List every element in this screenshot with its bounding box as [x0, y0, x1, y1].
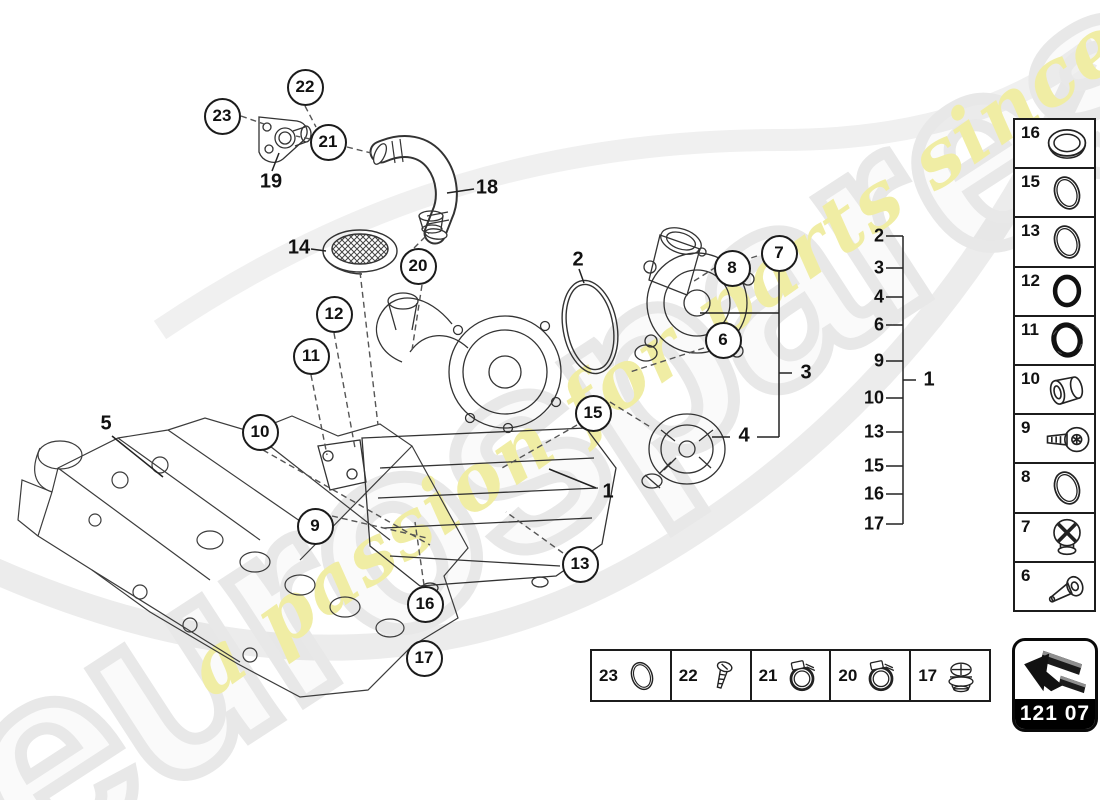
strip-part-20[interactable]: 20	[829, 649, 912, 702]
part-label-3: 3	[800, 361, 812, 384]
index-number-3: 3	[873, 257, 884, 278]
o-ring-drawing	[561, 279, 619, 375]
hose-clamp-icon	[789, 659, 815, 691]
strip-part-number: 22	[678, 665, 698, 685]
strip-part-number: 17	[918, 665, 938, 685]
sidebar-part-8[interactable]: 8	[1013, 462, 1096, 514]
direction-arrow-icon	[1024, 650, 1086, 694]
index-number-9: 9	[873, 350, 884, 371]
sidebar-part-number: 7	[1021, 516, 1031, 536]
callout-10[interactable]: 10	[241, 413, 279, 451]
part-group-code: 121 07	[1015, 699, 1095, 729]
index-number-4: 4	[873, 286, 884, 307]
callout-21[interactable]: 21	[309, 123, 347, 161]
index-number-16: 16	[863, 483, 884, 504]
sidebar-part-number: 6	[1021, 565, 1031, 585]
strip-part-23[interactable]: 23	[590, 649, 672, 702]
parts-index-bracket	[886, 235, 916, 525]
index-number-17: 17	[863, 513, 884, 534]
index-group-label-1: 1	[923, 368, 935, 391]
index-number-2: 2	[873, 225, 884, 246]
callout-16[interactable]: 16	[406, 585, 444, 623]
o-ring-thin-icon	[630, 661, 654, 690]
o-ring-thin-icon	[1053, 225, 1081, 259]
callout-12[interactable]: 12	[315, 295, 353, 333]
callout-7[interactable]: 7	[760, 234, 798, 272]
sidebar-part-number: 15	[1021, 172, 1040, 192]
socket-bolt-icon	[1048, 576, 1084, 604]
strip-part-22[interactable]: 22	[669, 649, 752, 702]
part-label-1: 1	[602, 480, 614, 503]
sidebar-part-9[interactable]: 9	[1013, 413, 1096, 465]
strainer-drawing	[322, 229, 398, 275]
sidebar-part-6[interactable]: 6	[1013, 560, 1096, 613]
thermostat-drawing	[641, 413, 726, 489]
sidebar-part-number: 9	[1021, 418, 1031, 438]
badge-icon-area	[1015, 641, 1095, 699]
filler-cap-icon	[1053, 519, 1081, 556]
parts-bottom-strip: 23 22 21 20 17	[590, 649, 991, 702]
callout-9[interactable]: 9	[296, 507, 334, 545]
callout-15[interactable]: 15	[574, 394, 612, 432]
part-label-18: 18	[475, 176, 499, 199]
strip-part-17[interactable]: 17	[909, 649, 991, 702]
callout-22[interactable]: 22	[286, 68, 324, 106]
callout-8[interactable]: 8	[713, 249, 751, 287]
o-ring-thick-icon	[1052, 274, 1082, 308]
callout-6[interactable]: 6	[704, 321, 742, 359]
hose-clamp-icon	[868, 659, 895, 691]
index-number-15: 15	[863, 455, 884, 476]
callout-13[interactable]: 13	[561, 545, 599, 583]
strip-part-21[interactable]: 21	[749, 649, 832, 702]
part-label-2: 2	[572, 248, 584, 271]
sidebar-part-15[interactable]: 15	[1013, 167, 1096, 219]
index-number-13: 13	[863, 421, 884, 442]
screw-icon	[716, 660, 733, 689]
part-group-badge[interactable]: 121 07	[1012, 638, 1098, 732]
callout-20[interactable]: 20	[399, 247, 437, 285]
sidebar-part-number: 12	[1021, 270, 1040, 290]
sidebar-part-number: 11	[1021, 319, 1039, 339]
part-label-5: 5	[100, 412, 112, 435]
part-label-19: 19	[259, 170, 283, 193]
seal-ring-icon	[1047, 128, 1087, 159]
leader-lines-solid	[111, 152, 792, 489]
index-number-10: 10	[863, 387, 884, 408]
parts-sidebar: 16 15 13 12 11 10 9 8 7 6	[1013, 118, 1096, 613]
strip-part-number: 23	[599, 665, 618, 685]
leader-lines-dashed	[240, 105, 758, 586]
part-label-14: 14	[287, 236, 311, 259]
water-pump-drawing	[634, 227, 755, 362]
o-ring-hatched-icon	[1051, 322, 1083, 359]
sidebar-part-10[interactable]: 10	[1013, 364, 1096, 416]
sidebar-part-7[interactable]: 7	[1013, 511, 1096, 563]
flange-drawing	[258, 116, 312, 163]
sidebar-part-number: 13	[1021, 221, 1040, 241]
sidebar-part-11[interactable]: 11	[1013, 314, 1096, 367]
sidebar-part-number: 8	[1021, 467, 1031, 487]
strip-part-number: 21	[758, 665, 778, 685]
sidebar-part-12[interactable]: 12	[1013, 265, 1096, 317]
screw-plug-icon	[948, 661, 974, 692]
hose-drawing	[369, 135, 458, 245]
engine-block-drawing	[17, 415, 469, 698]
strip-part-number: 20	[838, 665, 858, 685]
callout-11[interactable]: 11	[292, 337, 330, 375]
callout-23[interactable]: 23	[203, 97, 241, 135]
sidebar-part-number: 16	[1021, 123, 1040, 142]
o-ring-thin-icon	[1053, 471, 1081, 505]
sidebar-part-number: 10	[1021, 369, 1040, 389]
sidebar-part-16[interactable]: 16	[1013, 118, 1096, 170]
sidebar-part-13[interactable]: 13	[1013, 216, 1096, 268]
cap-drawing	[418, 210, 444, 234]
plug-cap-icon	[1049, 375, 1084, 405]
part-label-4: 4	[738, 424, 750, 447]
callout-17[interactable]: 17	[405, 639, 443, 677]
torx-screw-icon	[1046, 426, 1090, 453]
o-ring-thin-icon	[1053, 176, 1081, 210]
index-number-6: 6	[873, 314, 884, 335]
